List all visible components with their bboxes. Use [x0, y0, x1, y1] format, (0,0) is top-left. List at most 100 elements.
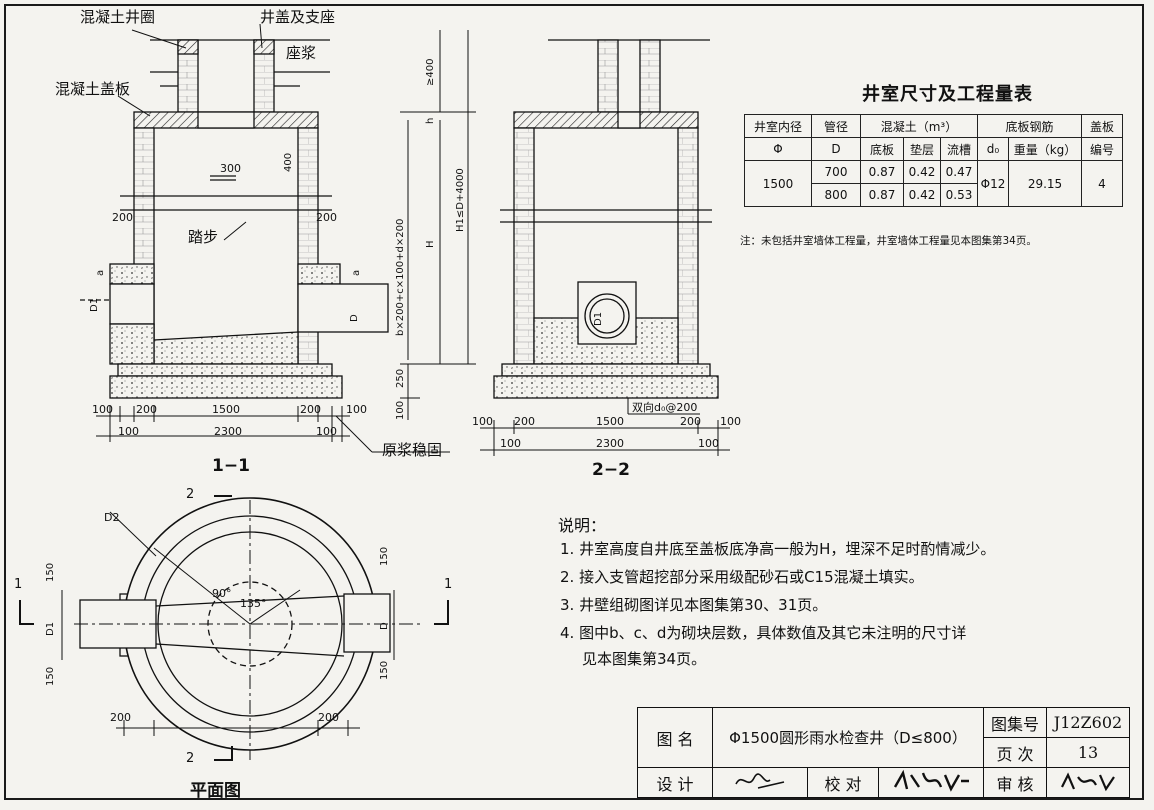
angle-135: 135°: [240, 597, 267, 610]
dim-a-right: a: [351, 269, 362, 276]
table-row: 800 0.87 0.42 0.53: [745, 183, 1123, 207]
dim-150-c: 150: [379, 546, 390, 566]
dim-100-e: 100: [472, 415, 493, 428]
tb-atlas-no: J12Z602: [1046, 707, 1130, 738]
note-3: 3. 井壁组砌图详见本图集第30、31页。: [560, 596, 828, 614]
dim-d1-22: D1: [593, 311, 604, 326]
label-rebar: 双向d₀@200: [632, 401, 698, 414]
quantity-table: 井室内径 管径 混凝土（m³） 底板钢筋 盖板 Φ D 底板 垫层 流槽 d₀ …: [744, 114, 1123, 207]
label-ring: 混凝土井圈: [80, 8, 156, 26]
marker-2-bottom: 2: [186, 751, 195, 766]
dim-250: 250: [395, 368, 406, 388]
th-cover: 盖板: [1081, 114, 1123, 138]
table-title: 井室尺寸及工程量表: [862, 84, 1033, 105]
dim-100-h: 100: [698, 437, 719, 450]
dim-formula: b×200+c×100+d×200: [395, 218, 406, 336]
dim-h: h: [425, 117, 436, 124]
cell-cushion: 0.42: [903, 160, 941, 184]
th-D: D: [811, 137, 861, 161]
signature-icon: [893, 769, 969, 792]
table-note: 注：未包括井室墙体工程量，井室墙体工程量见本图集第34页。: [740, 235, 1037, 247]
th-d0: d₀: [977, 137, 1009, 161]
drawing-sheet: [4, 4, 1144, 800]
tb-page-no: 13: [1046, 737, 1130, 768]
marker-2-top: 2: [186, 487, 195, 502]
section-2-2: [480, 39, 730, 456]
th-phi: Φ: [744, 137, 812, 161]
th-weight: 重量（kg）: [1008, 137, 1082, 161]
cell-d0: Φ12: [977, 160, 1009, 207]
section-1-1: [80, 23, 476, 453]
th-pipe: 管径: [811, 114, 861, 138]
dim-200-b: 200: [136, 403, 157, 416]
tb-check-signature: [878, 767, 984, 798]
dim-150-a: 150: [45, 562, 56, 582]
marker-1-left: 1: [14, 577, 23, 592]
dim-200-e: 200: [680, 415, 701, 428]
plan-view: [19, 495, 449, 761]
dim-d1-plan: D1: [45, 621, 56, 636]
dim-1500-a: 1500: [212, 403, 240, 416]
notes-title: 说明：: [558, 516, 607, 535]
table-row: 1500 700 0.87 0.42 0.47 Φ12 29.15 4: [744, 160, 1123, 207]
signature-icon: [1061, 771, 1115, 791]
th-cushion: 垫层: [903, 137, 941, 161]
tb-check-label: 校 对: [807, 767, 879, 798]
note-1: 1. 井室高度自井底至盖板底净高一般为H，埋深不足时酌情减少。: [560, 540, 996, 558]
dim-a-left: a: [95, 269, 106, 276]
tb-design-signature: [712, 767, 808, 798]
dim-2300-a: 2300: [214, 425, 242, 438]
tb-review-label: 审 核: [983, 767, 1047, 798]
dim-D-plan: D: [379, 622, 390, 630]
dim-100-f: 100: [720, 415, 741, 428]
th-concrete: 混凝土（m³）: [860, 114, 978, 138]
dim-200-g: 200: [318, 711, 339, 724]
dim-d1: D1: [89, 297, 100, 312]
label-step: 踏步: [188, 228, 219, 246]
th-base: 底板: [860, 137, 904, 161]
cell-base: 0.87: [860, 160, 904, 184]
dim-H: H: [425, 240, 436, 248]
cell-cushion: 0.42: [903, 183, 941, 207]
dim-200-d: 200: [514, 415, 535, 428]
cell-pipe: 700: [811, 160, 861, 184]
cell-channel: 0.53: [940, 183, 978, 207]
dim-2300-b: 2300: [596, 437, 624, 450]
cell-base: 0.87: [860, 183, 904, 207]
section-title-plan: 平面图: [190, 781, 241, 801]
dim-D: D: [349, 314, 360, 322]
marker-1-right: 1: [444, 577, 453, 592]
cell-cover-no: 4: [1081, 160, 1123, 207]
signature-icon: [735, 772, 785, 789]
th-rebar: 底板钢筋: [977, 114, 1082, 138]
th-diam: 井室内径: [744, 114, 812, 138]
label-slab: 混凝土盖板: [55, 80, 131, 98]
cell-pipe: 800: [811, 183, 861, 207]
cell-diam: 1500: [744, 160, 812, 207]
label-mortar: 座浆: [286, 44, 317, 62]
dim-200-f: 200: [110, 711, 131, 724]
dim-200-right: 200: [316, 211, 337, 224]
label-grout: 原浆稳固: [382, 441, 443, 459]
dim-H1: H1≤D+4000: [455, 168, 466, 232]
dim-100-a: 100: [92, 403, 113, 416]
tb-drawing-name: Φ1500圆形雨水检查井（D≤800）: [712, 707, 984, 768]
dim-100-c: 100: [118, 425, 139, 438]
dim-ge400: ≥400: [425, 58, 436, 86]
dim-100-b: 100: [346, 403, 367, 416]
th-channel: 流槽: [940, 137, 978, 161]
dim-100-v: 100: [395, 400, 406, 420]
title-block: 图 名 Φ1500圆形雨水检查井（D≤800） 图集号 J12Z602 页 次 …: [637, 707, 1130, 798]
tb-atlas-label: 图集号: [983, 707, 1047, 738]
cell-weight: 29.15: [1008, 160, 1082, 207]
tb-design-label: 设 计: [637, 767, 713, 798]
dim-d2: D2: [104, 511, 120, 524]
label-cover: 井盖及支座: [260, 8, 336, 26]
dim-200-left: 200: [112, 211, 133, 224]
note-4-cont: 见本图集第34页。: [582, 650, 707, 668]
dim-150-b: 150: [45, 666, 56, 686]
section-title-2-2: 2−2: [592, 460, 630, 480]
dim-400: 400: [283, 152, 294, 172]
note-2: 2. 接入支管超挖部分采用级配砂石或C15混凝土填实。: [560, 568, 924, 586]
